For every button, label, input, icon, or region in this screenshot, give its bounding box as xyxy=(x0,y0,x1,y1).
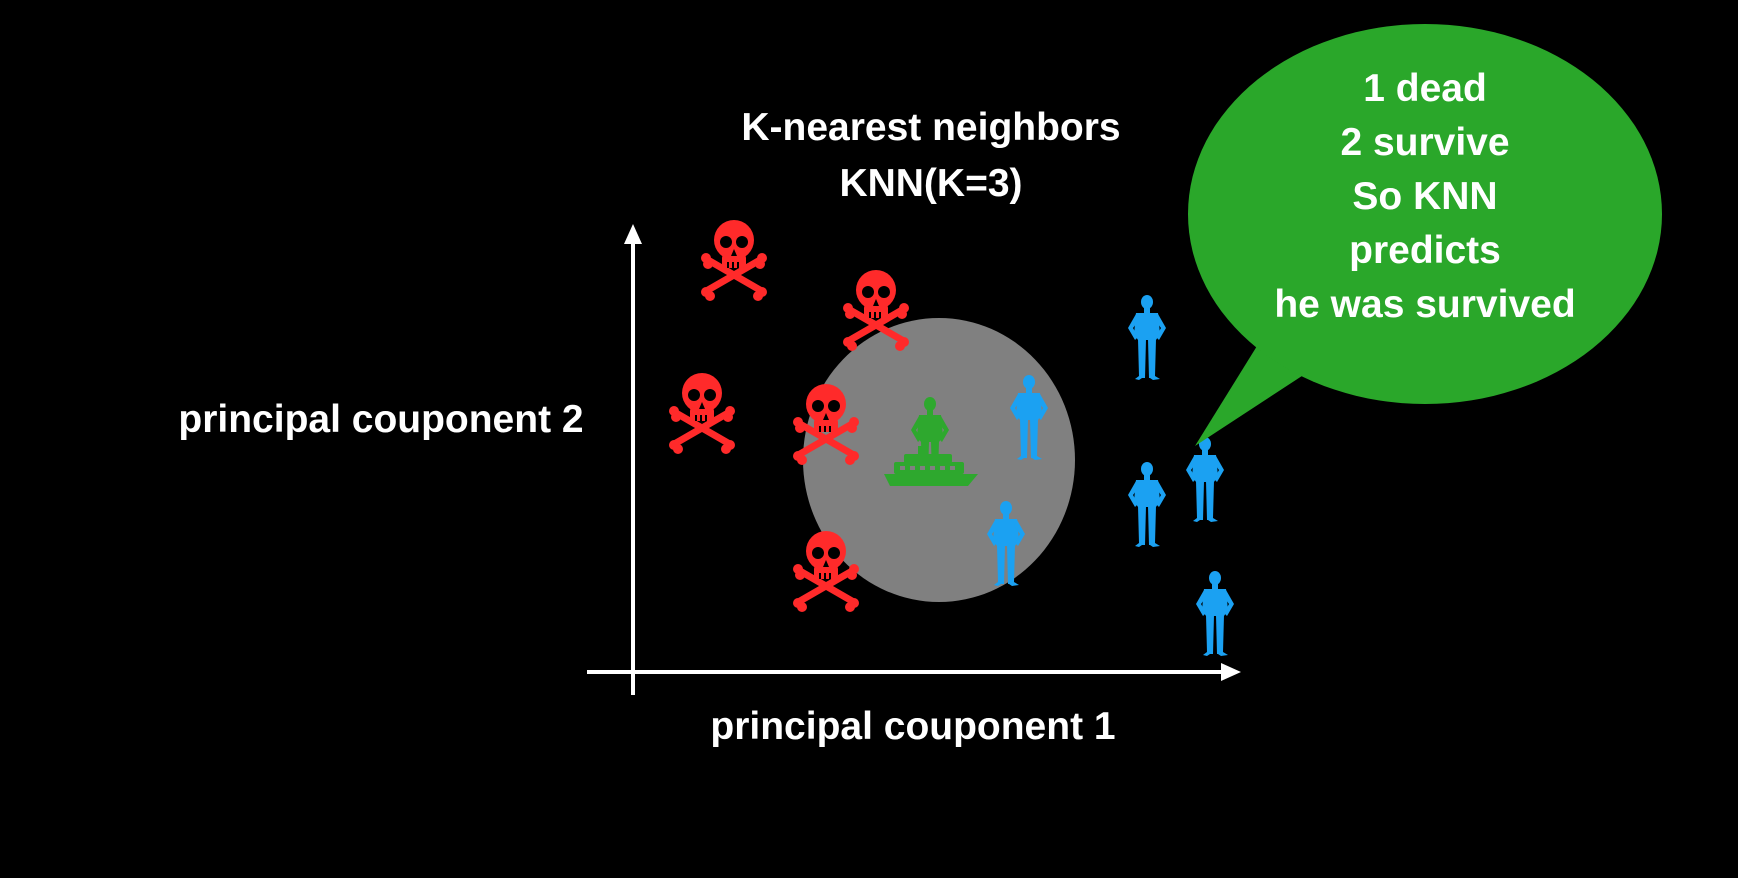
diagram-subtitle: KNN(K=3) xyxy=(839,162,1022,205)
y-axis xyxy=(624,224,642,695)
survived-point-person-icon xyxy=(1128,295,1166,380)
survived-point-person-icon xyxy=(1196,571,1234,656)
survived-point-person-icon xyxy=(1128,462,1166,547)
diagram-title: K-nearest neighbors xyxy=(741,106,1120,149)
y-axis-arrowhead xyxy=(624,224,642,244)
query-point-person-on-ship-icon xyxy=(884,397,978,486)
dead-point-skull-icon xyxy=(701,220,767,301)
x-axis xyxy=(587,663,1241,681)
x-axis-label: principal couponent 1 xyxy=(710,705,1115,748)
callout-line: 1 dead xyxy=(1363,67,1487,110)
x-axis-arrowhead xyxy=(1221,663,1241,681)
callout-tail xyxy=(1195,346,1305,446)
callout-line: predicts xyxy=(1349,229,1501,272)
y-axis-label: principal couponent 2 xyxy=(178,398,583,441)
callout-line: 2 survive xyxy=(1340,121,1509,164)
prediction-callout: 1 dead 2 survive So KNN predicts he was … xyxy=(1188,24,1662,446)
callout-line: he was survived xyxy=(1274,283,1575,326)
survived-point-person-icon xyxy=(1186,437,1224,522)
callout-line: So KNN xyxy=(1352,175,1497,218)
callout-bubble xyxy=(1188,24,1662,404)
dead-point-skull-icon xyxy=(669,373,735,454)
